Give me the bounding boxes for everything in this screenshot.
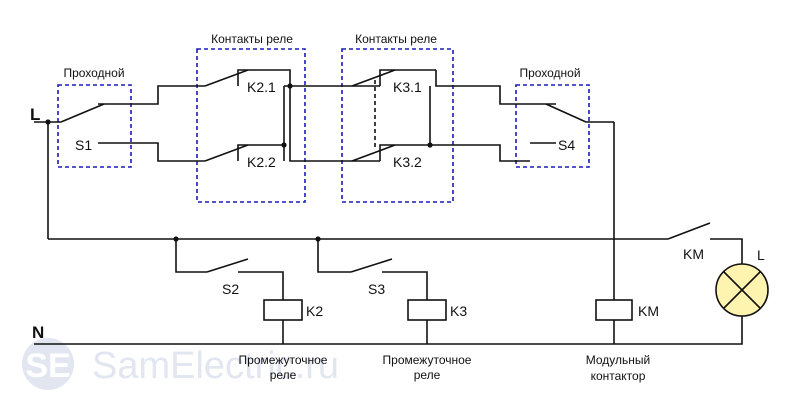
junction-dot bbox=[281, 142, 287, 148]
junction-dot bbox=[287, 83, 293, 89]
k3-caption-line2: реле bbox=[414, 368, 441, 382]
k3-box bbox=[341, 48, 454, 203]
watermark-logo-circle bbox=[22, 338, 74, 390]
km-caption-line1: Модульный bbox=[586, 353, 651, 367]
k2-caption-line2: реле bbox=[270, 368, 297, 382]
s1-box-caption: Проходной bbox=[63, 66, 124, 80]
line-l-label: L bbox=[30, 105, 40, 124]
s2-label: S2 bbox=[222, 281, 239, 297]
s4-box-caption: Проходной bbox=[519, 66, 580, 80]
junction-dot bbox=[427, 142, 433, 148]
watermark-text: SamElectric.ru bbox=[92, 345, 339, 387]
k2-box-caption: Контакты реле bbox=[211, 32, 293, 46]
upper-wiring bbox=[34, 69, 615, 300]
k3-caption-line1: Промежуточное bbox=[383, 353, 472, 367]
lamp-icon bbox=[715, 263, 769, 317]
k3-2-label: K3.2 bbox=[393, 154, 422, 170]
k2-box bbox=[196, 48, 306, 203]
km-coil bbox=[595, 299, 633, 321]
s3-label: S3 bbox=[368, 281, 385, 297]
s1-box bbox=[57, 84, 132, 168]
s1-label: S1 bbox=[75, 137, 92, 153]
k2-coil-label: K2 bbox=[306, 303, 323, 319]
km-caption-line2: контактор bbox=[591, 369, 646, 383]
k2-coil bbox=[263, 299, 303, 321]
k3-1-label: K3.1 bbox=[393, 79, 422, 95]
k2-caption-line1: Промежуточное bbox=[239, 353, 328, 367]
km-coil-label: KM bbox=[638, 303, 659, 319]
watermark-logo: SE bbox=[25, 347, 70, 385]
s4-label: S4 bbox=[558, 137, 575, 153]
k3-coil bbox=[407, 299, 447, 321]
k3-coil-label: K3 bbox=[450, 303, 467, 319]
line-n-label: N bbox=[32, 323, 44, 342]
s4-box bbox=[515, 84, 590, 168]
k2-2-label: K2.2 bbox=[247, 154, 276, 170]
km-contact-label: KM bbox=[683, 246, 704, 262]
k3-box-caption: Контакты реле bbox=[355, 32, 437, 46]
watermark: SE SamElectric.ru bbox=[22, 338, 339, 390]
k2-1-label: K2.1 bbox=[247, 79, 276, 95]
lower-wiring bbox=[34, 122, 743, 345]
lamp-label: L bbox=[757, 247, 765, 263]
